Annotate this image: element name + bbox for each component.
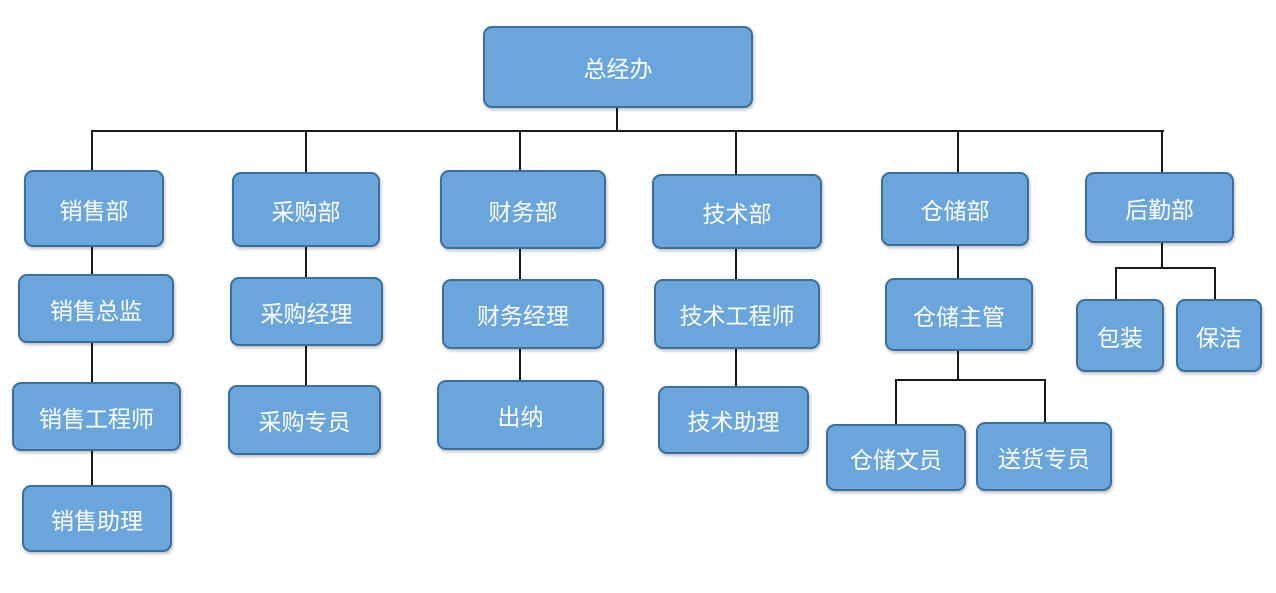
- connector-line: [735, 349, 737, 386]
- connector-line: [1115, 267, 1216, 269]
- node-department: 销售部: [24, 170, 164, 247]
- node-role: 销售助理: [22, 485, 172, 552]
- connector-line: [305, 130, 307, 172]
- node-department: 仓储部: [881, 172, 1029, 246]
- node-role: 技术助理: [658, 386, 809, 454]
- connector-line: [957, 351, 959, 380]
- node-role: 包装: [1076, 299, 1164, 372]
- node-role: 仓储主管: [885, 278, 1033, 351]
- connector-line: [91, 130, 93, 170]
- connector-line: [957, 246, 959, 278]
- connector-line: [895, 379, 897, 424]
- connector-line: [1161, 243, 1163, 268]
- node-role: 保洁: [1176, 299, 1262, 372]
- node-department: 后勤部: [1085, 172, 1234, 243]
- node-role: 采购经理: [230, 277, 383, 346]
- connector-line: [1115, 267, 1117, 299]
- node-role: 销售工程师: [12, 382, 181, 451]
- node-role: 出纳: [437, 380, 604, 450]
- connector-line: [91, 247, 93, 274]
- node-department: 财务部: [440, 170, 606, 249]
- connector-line: [519, 249, 521, 279]
- connector-line: [1161, 130, 1163, 172]
- node-role: 采购专员: [228, 385, 381, 455]
- connector-line: [957, 130, 959, 172]
- connector-line: [735, 249, 737, 279]
- node-role: 送货专员: [976, 422, 1112, 491]
- node-role: 仓储文员: [826, 424, 966, 491]
- node-role: 销售总监: [18, 274, 174, 343]
- connector-line: [91, 343, 93, 382]
- node-role: 技术工程师: [654, 279, 820, 349]
- connector-line: [519, 130, 521, 170]
- connector-line: [519, 349, 521, 380]
- connector-line: [91, 130, 1164, 132]
- connector-line: [305, 247, 307, 277]
- node-department: 采购部: [232, 172, 380, 247]
- connector-line: [305, 346, 307, 385]
- connector-line: [91, 451, 93, 485]
- connector-line: [616, 108, 618, 131]
- connector-line: [735, 130, 737, 174]
- node-top: 总经办: [483, 26, 753, 108]
- node-department: 技术部: [652, 174, 822, 249]
- connector-line: [1044, 379, 1046, 422]
- connector-line: [1214, 267, 1216, 299]
- node-role: 财务经理: [442, 279, 604, 349]
- connector-line: [895, 379, 1046, 381]
